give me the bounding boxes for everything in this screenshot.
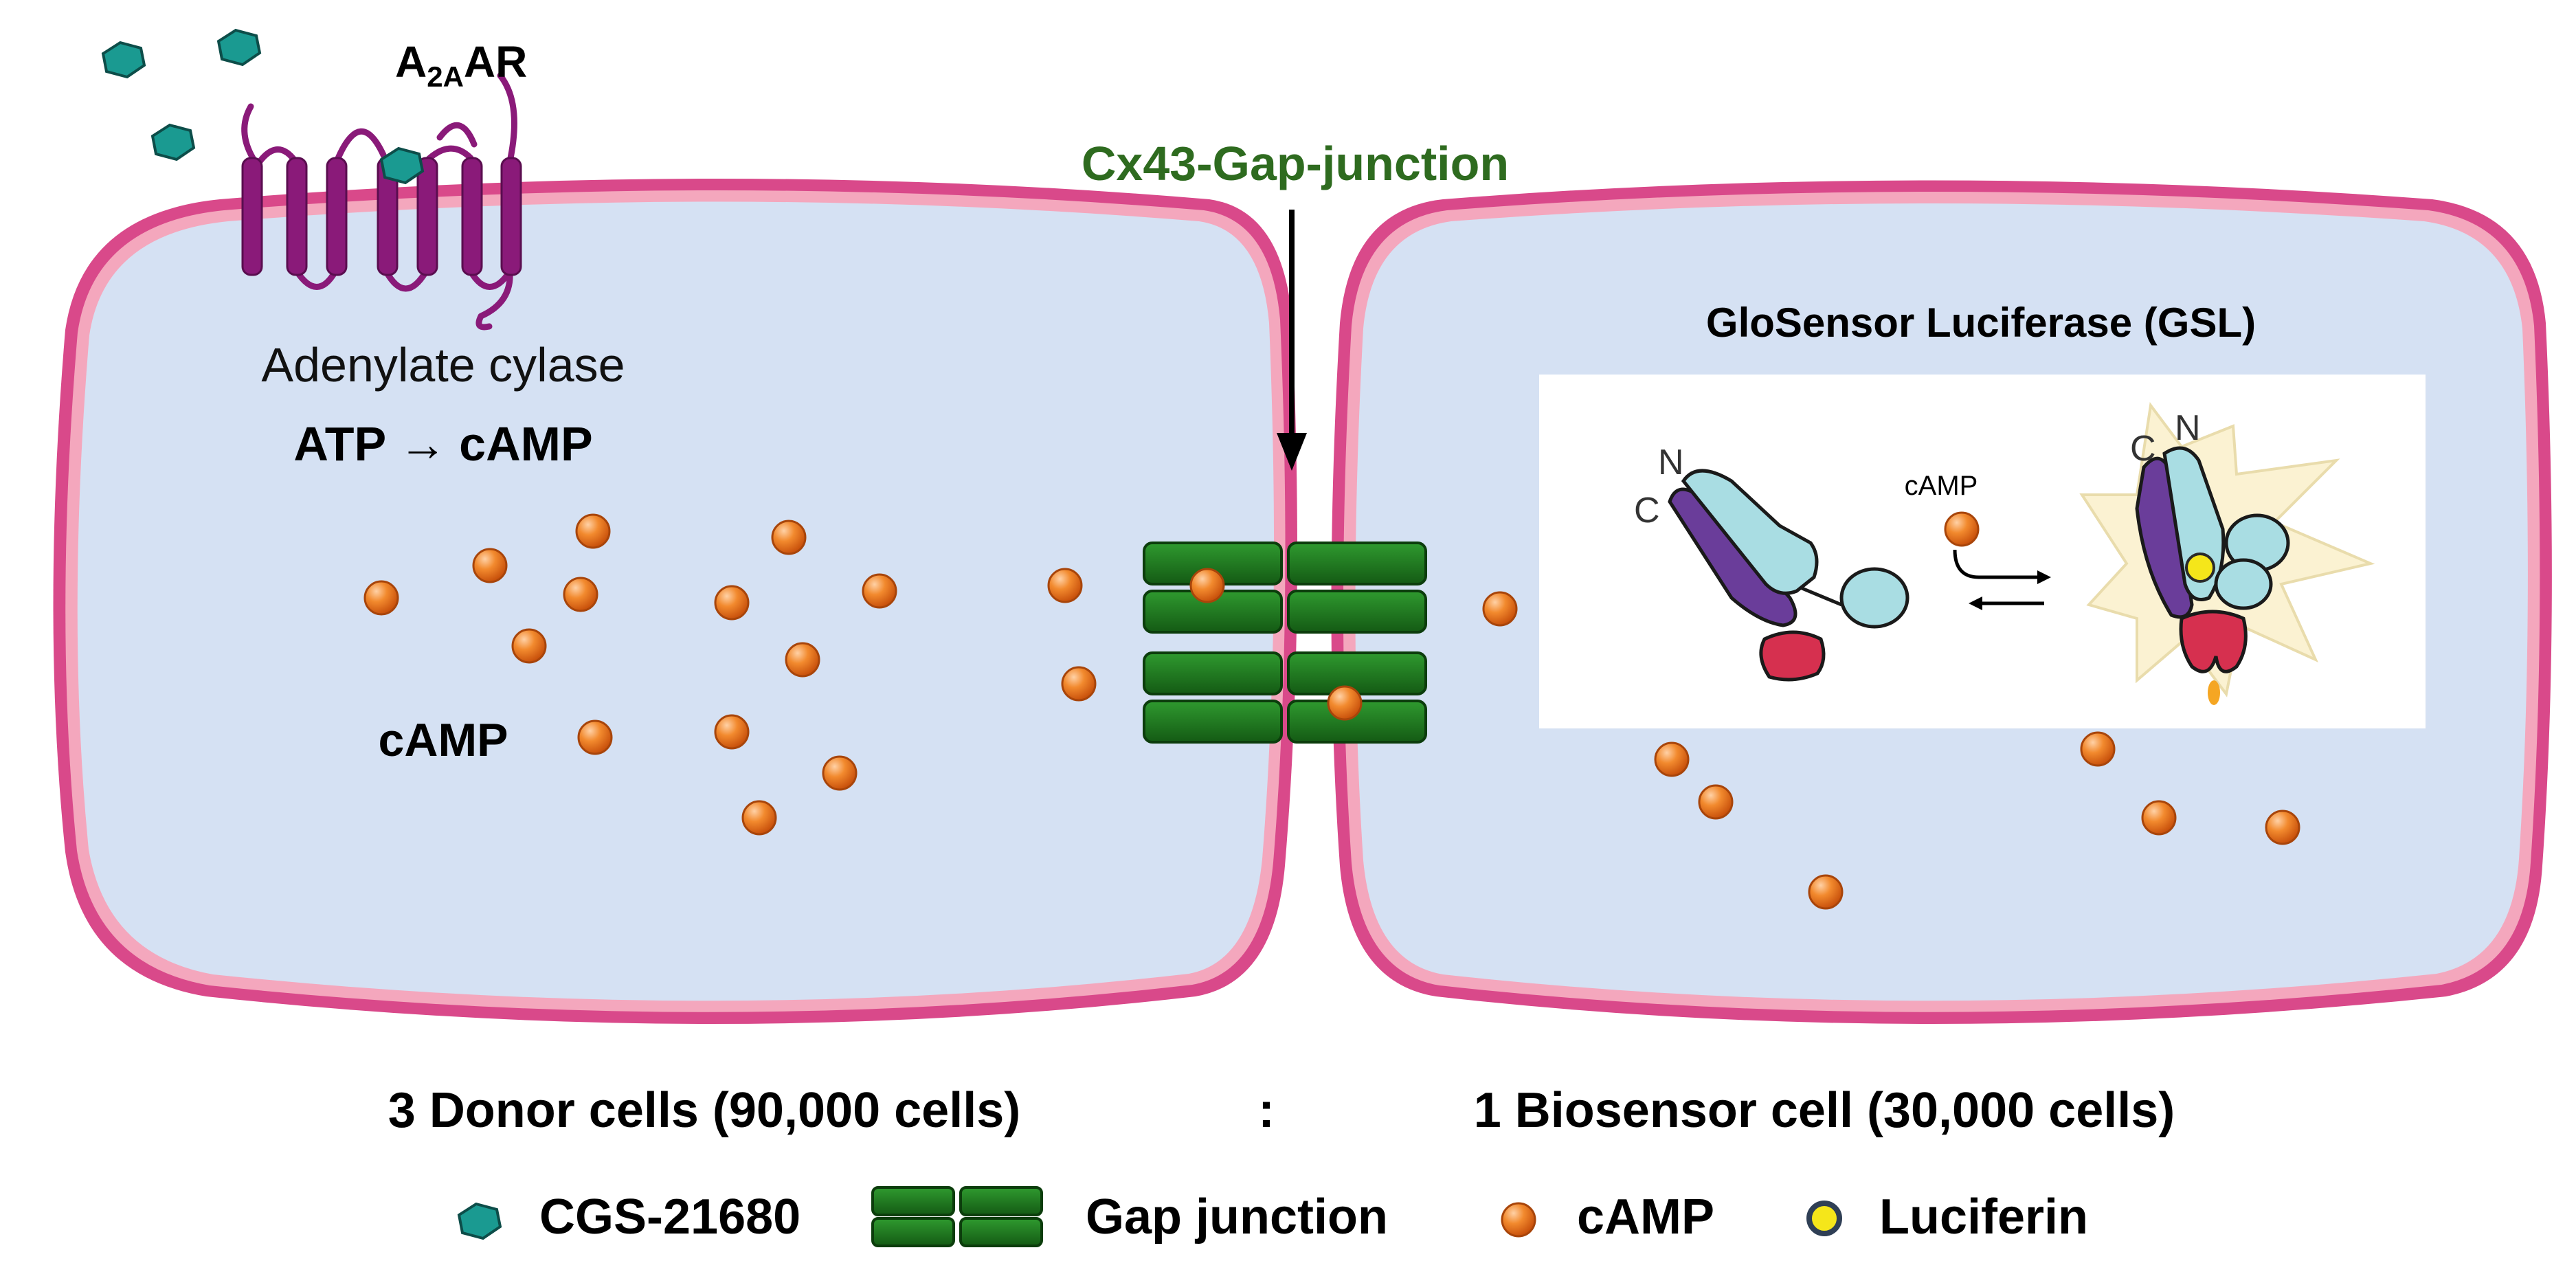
gap-junction-channels [1143,542,1427,744]
inset-n-label: N [1658,443,1684,482]
camp-dot [862,573,897,609]
legend: CGS-21680 Gap junction cAMP Luciferin [457,1186,2088,1247]
camp-dot [771,520,807,555]
inset-camp-label: cAMP [1905,471,1978,501]
ratio-separator: : [1258,1083,1275,1138]
inset-camp-dot [1944,511,1980,547]
agonist-molecules [101,28,425,185]
camp-dot [1654,741,1690,777]
camp-dot [1698,784,1734,820]
legend-agonist-label: CGS-21680 [539,1190,800,1245]
legend-gap-junction-icon [871,1186,1043,1247]
camp-dot [575,513,611,549]
camp-dot [577,719,613,755]
camp-dot [1061,666,1097,702]
agonist-hexagon [150,123,196,161]
donor-ratio-label: 3 Donor cells (90,000 cells) [388,1083,1020,1138]
receptor-helices [241,157,522,276]
camp-dot [822,755,858,791]
camp-dot [785,642,820,678]
camp-dot [363,580,399,616]
camp-dot [1808,874,1844,910]
luciferase-inactive [1668,469,1909,682]
camp-dot [1047,568,1083,603]
camp-dot [1327,685,1363,721]
donor-camp-label: cAMP [379,714,508,766]
legend-gap-junction-label: Gap junction [1086,1190,1388,1245]
inset-c-label: C [1634,491,1660,531]
gap-junction-title: Cx43-Gap-junction [1082,137,1509,190]
camp-dot [2141,800,2177,836]
enzyme-label: Adenylate cylase [261,338,625,392]
receptor-name: A2AAR [395,37,527,93]
camp-dot [2265,810,2300,845]
gap-junction-arrow [1277,210,1307,471]
inset-n-label-active: N [2175,408,2201,448]
camp-dot [714,714,750,750]
biosensor-title: GloSensor Luciferase (GSL) [1706,300,2256,346]
camp-dot [714,585,750,621]
agonist-hexagon [101,41,146,79]
luciferase-active [2079,401,2375,705]
camp-dot [472,548,508,583]
agonist-hexagon [379,146,425,185]
camp-dot [511,628,547,664]
camp-molecules [363,513,2300,910]
camp-dot [741,800,777,836]
camp-dot [2080,731,2116,767]
legend-agonist-icon [457,1202,502,1240]
a2a-receptor [241,72,517,331]
donor-cell [53,179,1297,1024]
reaction-label: ATP→cAMP [293,417,592,471]
legend-camp-label: cAMP [1577,1190,1714,1245]
equilibrium-arrows [1953,549,2051,610]
camp-dot [563,577,598,612]
camp-dot [1189,568,1225,603]
legend-camp-icon [1501,1202,1536,1238]
biosensor-ratio-label: 1 Biosensor cell (30,000 cells) [1474,1083,2175,1138]
legend-luciferin-icon [1806,1201,1842,1236]
glosensor-inset: C N cAMP C N [1539,375,2426,728]
inset-c-label-active: C [2130,429,2156,469]
agonist-hexagon [216,28,262,67]
legend-luciferin-label: Luciferin [1879,1190,2088,1245]
camp-dot [1482,591,1518,627]
